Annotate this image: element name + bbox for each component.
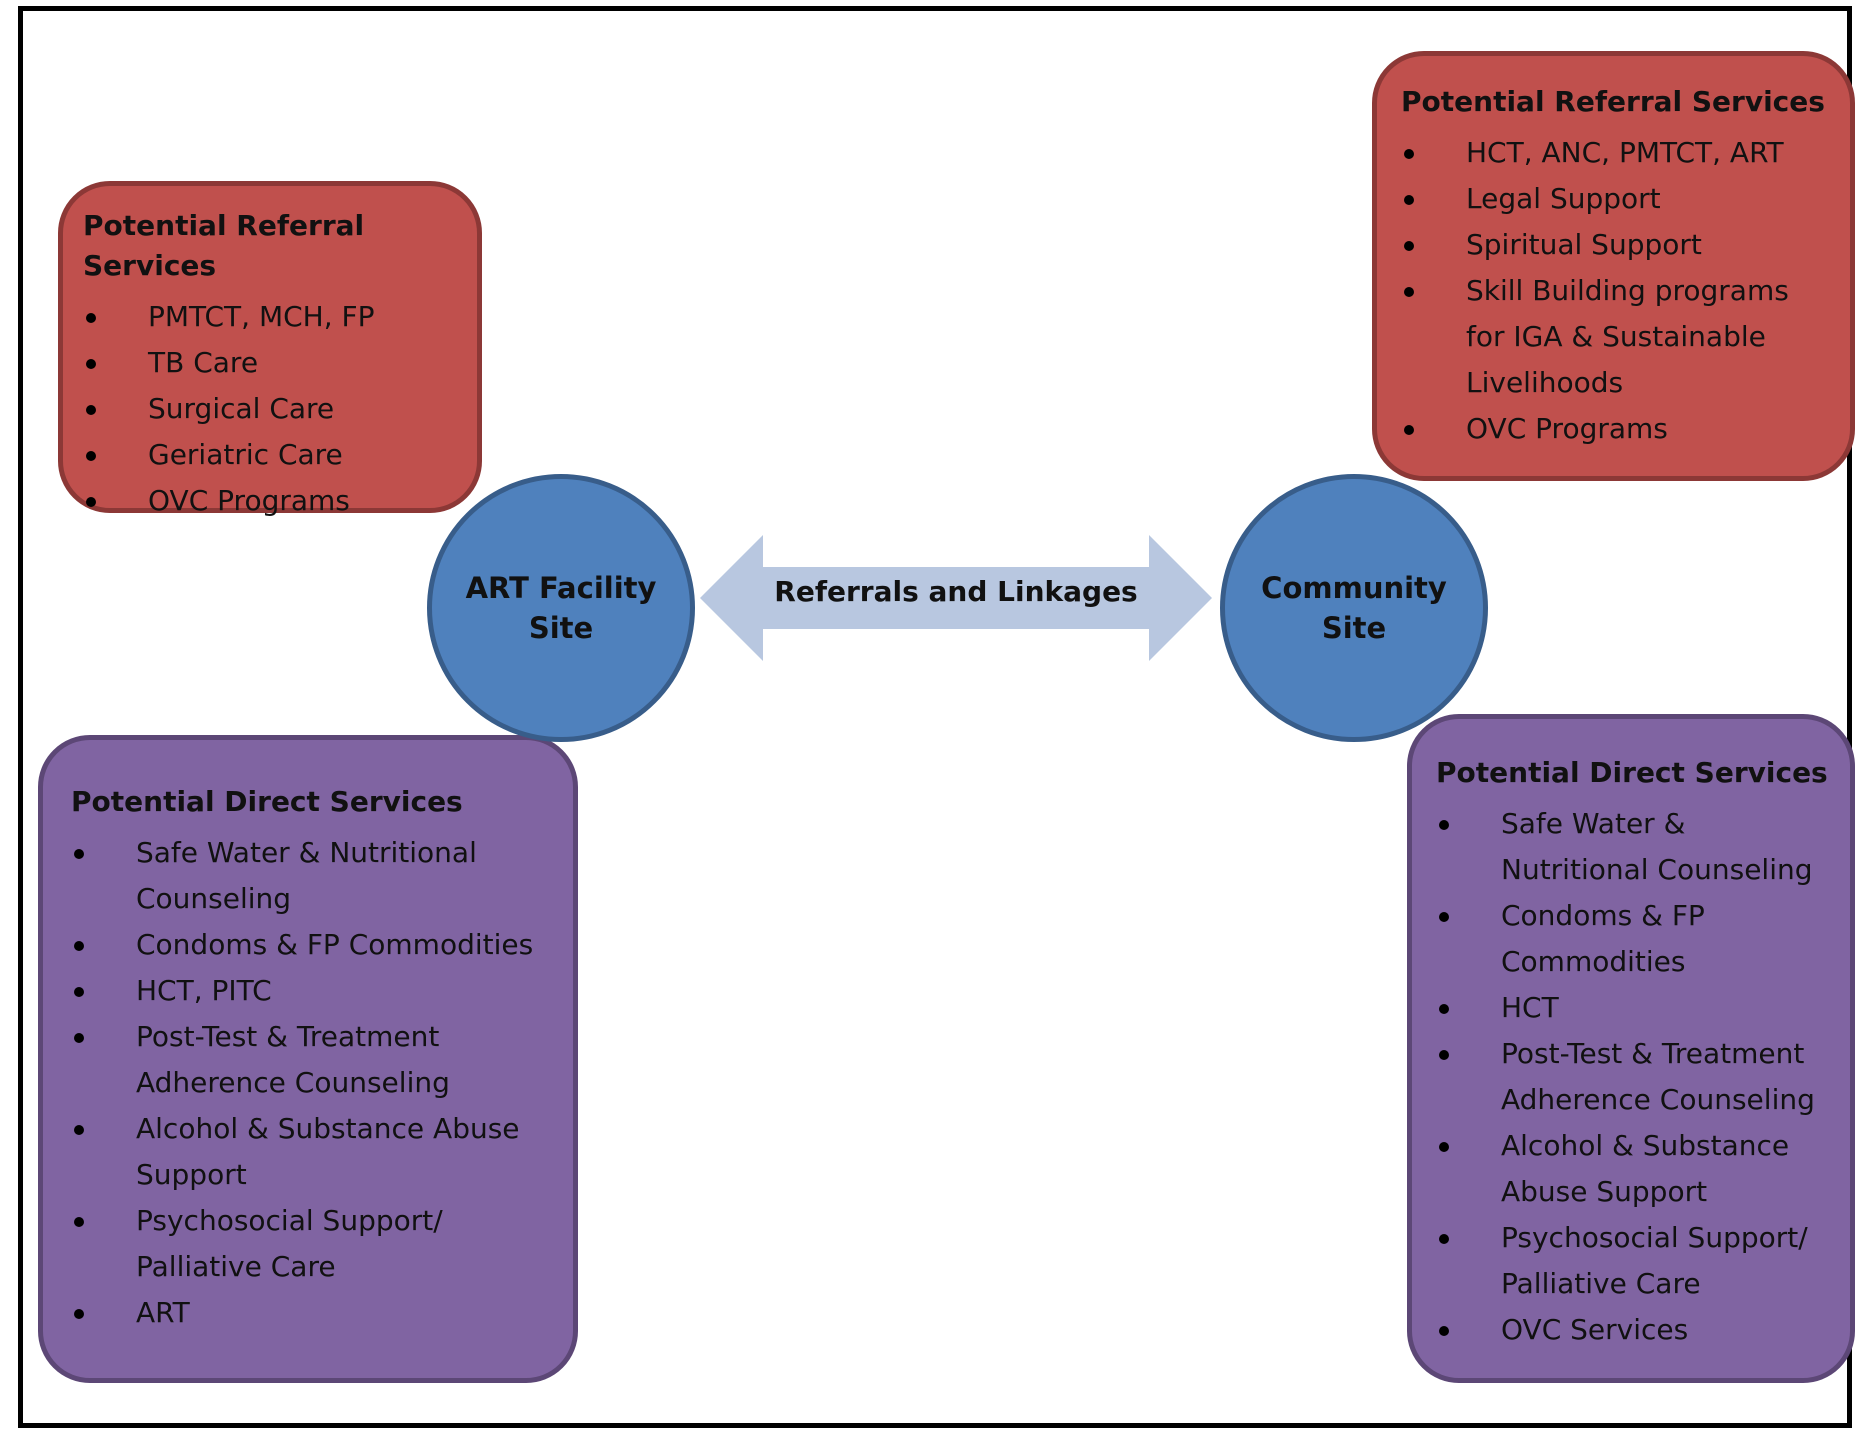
list-item: Alcohol & Substance Abuse Support (71, 1106, 557, 1198)
service-list: HCT, ANC, PMTCT, ART Legal Support Spiri… (1401, 130, 1834, 452)
list-item: PMTCT, MCH, FP (83, 294, 461, 340)
list-item: Geriatric Care (83, 432, 461, 478)
list-item: Post-Test & Treatment Adherence Counseli… (71, 1014, 557, 1106)
list-item: HCT, PITC (71, 968, 557, 1014)
list-item: TB Care (83, 340, 461, 386)
list-item: OVC Programs (1401, 406, 1834, 452)
list-item: Spiritual Support (1401, 222, 1834, 268)
community-site-node: Community Site (1220, 474, 1488, 742)
list-item: Psychosocial Support/ Palliative Care (1436, 1215, 1836, 1307)
art-referral-services-box: Potential Referral Services PMTCT, MCH, … (58, 181, 482, 517)
list-item: HCT, ANC, PMTCT, ART (1401, 130, 1834, 176)
node-label-line1: ART Facility (465, 571, 657, 605)
list-item: ART (71, 1290, 557, 1336)
list-item: Surgical Care (83, 386, 461, 432)
art-facility-site-node: ART Facility Site (427, 474, 695, 742)
box-title: Potential Direct Services (1436, 756, 1828, 789)
node-label-line2: Site (528, 611, 594, 645)
community-referral-services-box: Potential Referral Services HCT, ANC, PM… (1372, 51, 1855, 481)
list-item: Psychosocial Support/ Palliative Care (71, 1198, 557, 1290)
list-item: Legal Support (1401, 176, 1834, 222)
arrow-shape (700, 535, 1212, 661)
connector-label: Referrals and Linkages (774, 575, 1138, 608)
list-item: Skill Building programs for IGA & Sustai… (1401, 268, 1834, 406)
list-item: Alcohol & Substance Abuse Support (1436, 1123, 1836, 1215)
list-item: Condoms & FP Commodities (71, 922, 557, 968)
list-item: Condoms & FP Commodities (1436, 893, 1836, 985)
list-item: Safe Water & Nutritional Counseling (1436, 801, 1836, 893)
box-title: Potential Referral Services (83, 209, 365, 282)
art-direct-services-box: Potential Direct Services Safe Water & N… (38, 735, 578, 1383)
list-item: OVC Services (1436, 1307, 1836, 1353)
double-arrow-icon (700, 535, 1212, 661)
node-label-line2: Site (1321, 611, 1387, 645)
list-item: OVC Programs (83, 478, 461, 524)
box-title: Potential Referral Services (1401, 85, 1825, 118)
service-list: Safe Water & Nutritional Counseling Cond… (1436, 801, 1836, 1353)
list-item: HCT (1436, 985, 1836, 1031)
list-item: Safe Water & Nutritional Counseling (71, 830, 557, 922)
service-list: Safe Water & Nutritional Counseling Cond… (71, 830, 557, 1336)
community-direct-services-box: Potential Direct Services Safe Water & N… (1407, 714, 1855, 1383)
box-title: Potential Direct Services (71, 785, 463, 818)
node-label-line1: Community (1261, 571, 1447, 605)
list-item: Post-Test & Treatment Adherence Counseli… (1436, 1031, 1836, 1123)
service-list: PMTCT, MCH, FP TB Care Surgical Care Ger… (83, 294, 461, 524)
